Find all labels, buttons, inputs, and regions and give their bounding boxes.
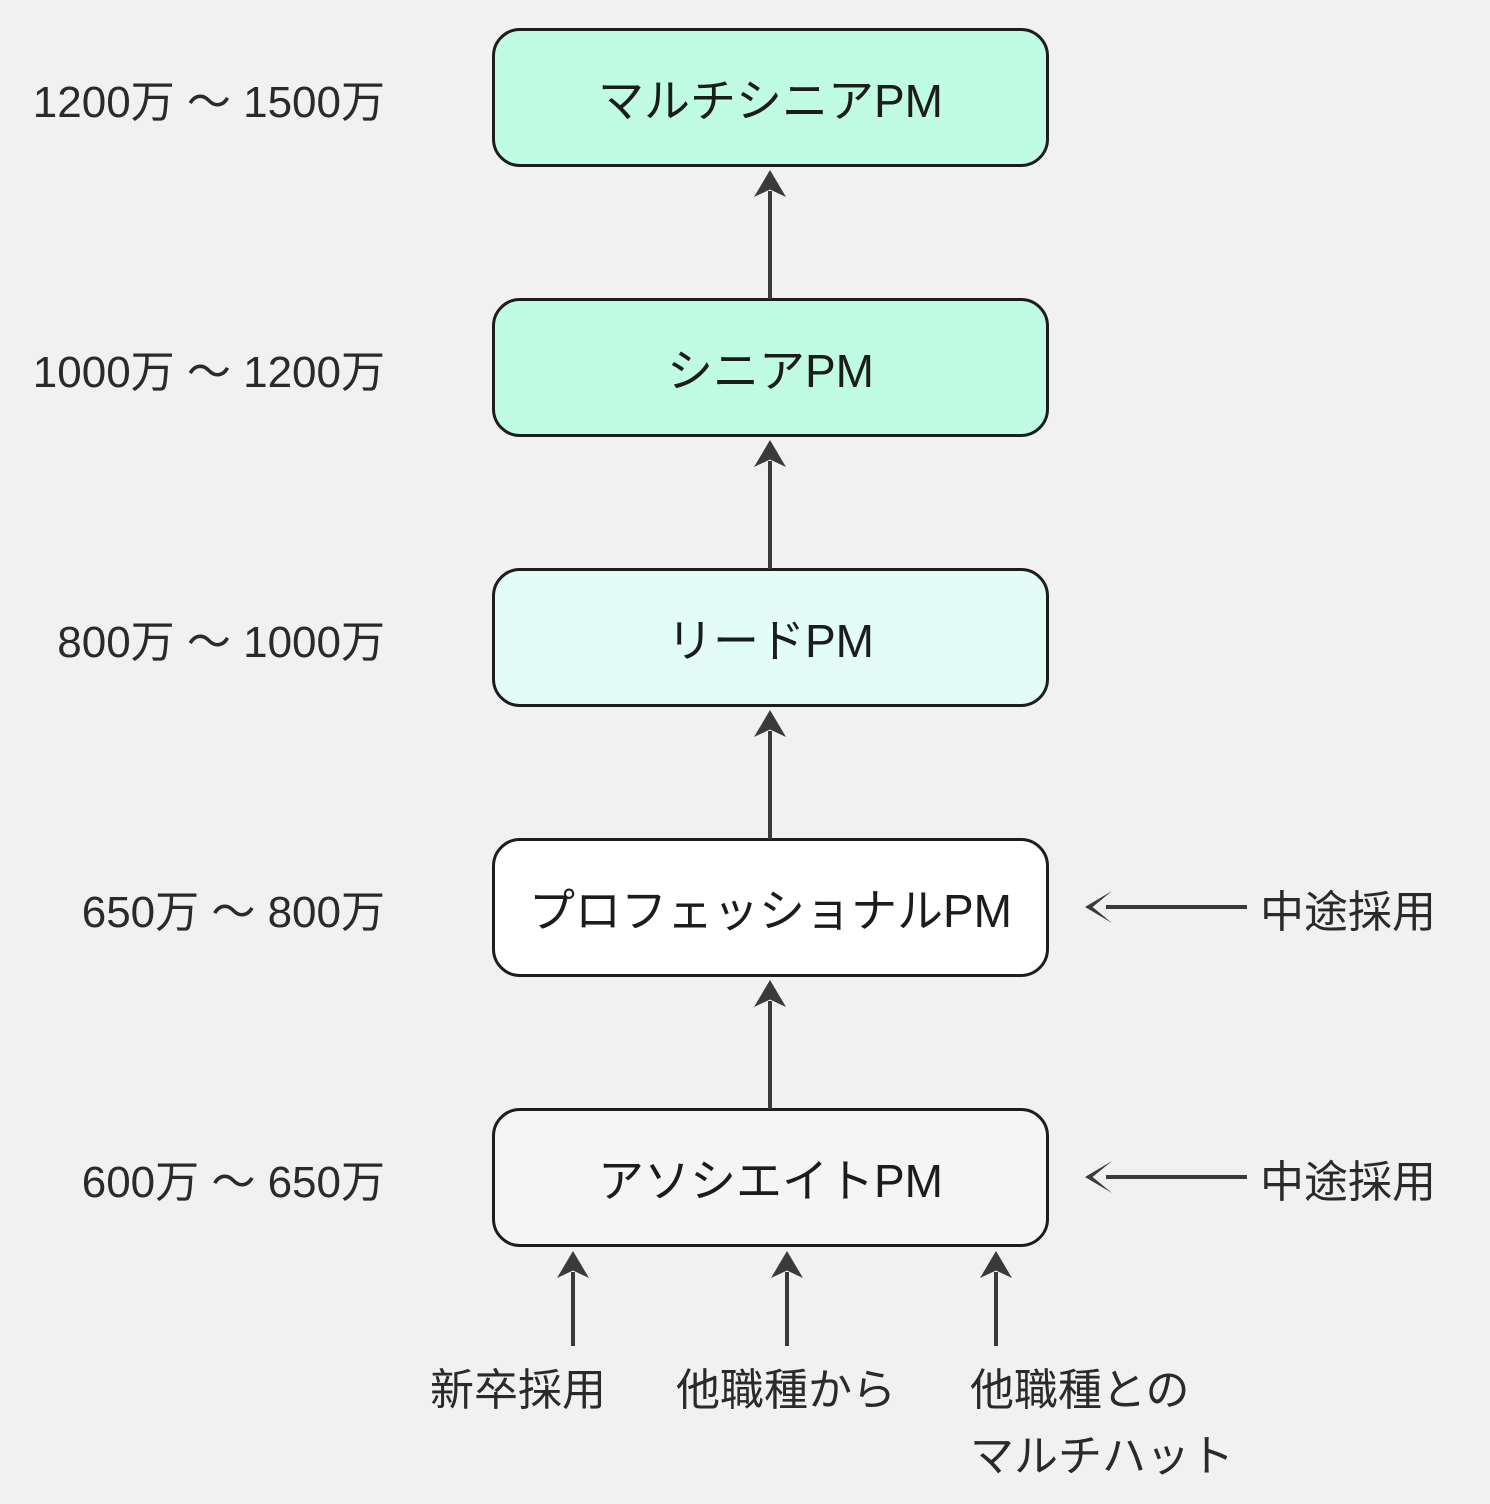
node-multi-senior-pm: マルチシニアPM xyxy=(492,28,1049,167)
salary-label-lead-pm: 800万 〜 1000万 xyxy=(57,617,385,667)
entry-label-multi-hat-line2: マルチハット xyxy=(970,1432,1234,1481)
node-lead-pm: リードPM xyxy=(492,568,1049,707)
arrow-shaft xyxy=(768,731,772,839)
salary-label-senior-pm: 1000万 〜 1200万 xyxy=(32,347,385,397)
entry-label-multi-hat: 他職種との マルチハット xyxy=(970,1358,1234,1490)
node-label: プロフェッショナルPM xyxy=(529,884,1012,937)
arrow-shaft xyxy=(785,1272,789,1346)
node-associate-pm: アソシエイトPM xyxy=(492,1108,1049,1247)
node-label: マルチシニアPM xyxy=(598,74,943,127)
promotion-arrow-lead-to-senior xyxy=(754,440,786,569)
node-senior-pm: シニアPM xyxy=(492,298,1049,437)
mid-career-arrow-professional-pm xyxy=(1085,891,1247,923)
node-label: アソシエイトPM xyxy=(598,1154,943,1207)
entry-arrow-other-roles xyxy=(771,1251,803,1346)
node-label: シニアPM xyxy=(667,344,874,397)
entry-label-multi-hat-line1: 他職種との xyxy=(970,1366,1190,1415)
node-label: リードPM xyxy=(667,614,874,667)
arrow-shaft xyxy=(768,461,772,569)
entry-label-other-roles: 他職種から xyxy=(676,1366,896,1415)
arrow-shaft xyxy=(768,1001,772,1109)
mid-career-arrow-associate-pm xyxy=(1085,1161,1247,1193)
arrow-shaft xyxy=(571,1272,575,1346)
entry-arrow-multi-hat xyxy=(980,1251,1012,1346)
arrow-shaft xyxy=(1106,1175,1247,1179)
arrow-shaft xyxy=(994,1272,998,1346)
arrow-shaft xyxy=(768,191,772,299)
mid-career-label-professional-pm: 中途採用 xyxy=(1260,887,1436,937)
arrow-shaft xyxy=(1106,905,1247,909)
node-professional-pm: プロフェッショナルPM xyxy=(492,838,1049,977)
promotion-arrow-senior-to-multisenior xyxy=(754,170,786,299)
salary-label-professional-pm: 650万 〜 800万 xyxy=(81,887,385,937)
mid-career-label-associate-pm: 中途採用 xyxy=(1260,1157,1436,1207)
promotion-arrow-professional-to-lead xyxy=(754,710,786,839)
salary-label-associate-pm: 600万 〜 650万 xyxy=(81,1157,385,1207)
salary-label-multi-senior-pm: 1200万 〜 1500万 xyxy=(32,77,385,127)
entry-label-new-grad: 新卒採用 xyxy=(430,1366,606,1415)
entry-arrow-new-grad xyxy=(557,1251,589,1346)
promotion-arrow-associate-to-professional xyxy=(754,980,786,1109)
